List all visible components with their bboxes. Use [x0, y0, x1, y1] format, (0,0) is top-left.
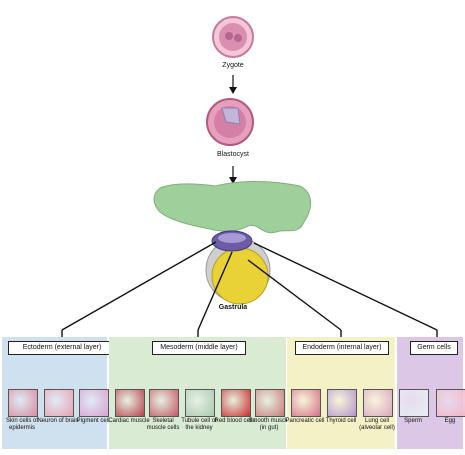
cell-label: Smooth muscle (in gut)	[248, 418, 290, 431]
zygote-image	[212, 16, 254, 58]
cell-label: Thyroid cell	[325, 418, 357, 424]
cell-label: Pigment cell	[76, 418, 110, 424]
arrowhead-zygote	[229, 87, 237, 94]
layer-title: Endoderm (internal layer)	[295, 341, 389, 355]
cell-image	[149, 389, 179, 417]
zygote-label: Zygote	[222, 62, 244, 69]
cell-image	[44, 389, 74, 417]
gastrula-label: Gastrula	[218, 304, 248, 311]
cell-label: Neuron of brain	[37, 418, 79, 424]
cell-image	[291, 389, 321, 417]
layer-title: Ectoderm (external layer)	[8, 341, 116, 355]
cell-label: Egg	[444, 418, 456, 424]
layer-title: Germ cells	[410, 341, 458, 355]
cell-image	[363, 389, 393, 417]
cell-label: Cardiac muscle	[108, 418, 150, 424]
cell-image	[436, 389, 465, 417]
cell-image	[79, 389, 109, 417]
cell-label: Lung cell (alveolar cell)	[359, 418, 395, 431]
blastocyst-label: Blastocyst	[217, 151, 249, 158]
cell-label: Sperm	[404, 418, 422, 424]
cell-image	[327, 389, 357, 417]
cell-image	[115, 389, 145, 417]
cell-label: Pancreatic cell	[285, 418, 325, 424]
layer-title: Mesoderm (middle layer)	[152, 341, 246, 355]
cell-image	[399, 389, 429, 417]
cell-label: Skeletal muscle cells	[146, 418, 180, 431]
blastocyst-image	[206, 98, 254, 146]
cell-label: Red blood cells	[214, 418, 256, 424]
cell-image	[8, 389, 38, 417]
arrowhead-blastocyst	[229, 177, 237, 184]
cell-image	[255, 389, 285, 417]
cell-label: Tubule cell of the kidney	[181, 418, 217, 431]
cell-image	[221, 389, 251, 417]
gastrula-connector-lines	[61, 241, 438, 341]
cell-image	[185, 389, 215, 417]
gastrula-image	[153, 181, 312, 305]
cell-label: Skin cells of epidermis	[5, 418, 38, 431]
